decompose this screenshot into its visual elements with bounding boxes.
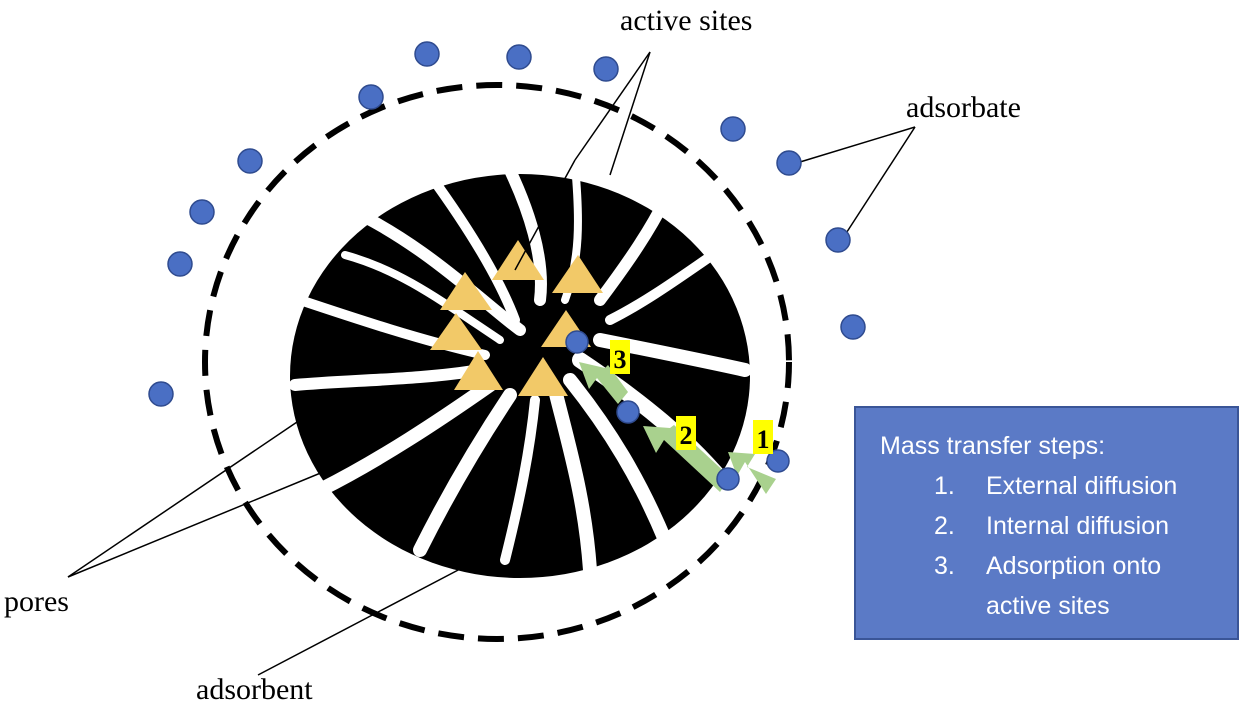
pore: [594, 194, 671, 306]
legend-item-number: 1.: [934, 472, 955, 500]
adsorbate-molecule: [414, 41, 440, 67]
step-tag-3: 3: [614, 345, 627, 374]
active-site-triangle: [518, 357, 568, 396]
active-sites: [430, 240, 603, 396]
adsorbate-molecule: [776, 150, 802, 176]
adsorbate-molecule: [840, 314, 866, 340]
leader-adsorbent: [257, 567, 463, 676]
legend-item-text: Adsorption onto: [986, 552, 1162, 580]
adsorbate-molecule: [720, 116, 746, 142]
legend-item-text: active sites: [986, 592, 1110, 620]
pore: [563, 373, 672, 547]
leader-lines: [67, 51, 916, 676]
label-active-sites: active sites: [620, 4, 752, 37]
arrow-adsorption: [579, 362, 628, 404]
arrow-internal-diffusion: [643, 425, 730, 492]
leader-active-sites-2: [609, 51, 651, 176]
active-site-triangle: [454, 351, 503, 390]
adsorbate-molecule: [148, 381, 174, 407]
adsorbate-molecule: [825, 227, 851, 253]
legend-item-text: External diffusion: [986, 472, 1178, 500]
label-pores: pores: [4, 585, 69, 618]
pore: [605, 245, 725, 325]
leader-pores-1: [67, 419, 301, 578]
diffusion-arrows: [579, 362, 776, 494]
label-adsorbate: adsorbate: [906, 91, 1021, 124]
pore: [548, 383, 597, 577]
pore: [334, 199, 526, 336]
step-tags: 1 2 3: [610, 340, 773, 454]
adsorbate-molecule: [716, 467, 740, 491]
label-adsorbent: adsorbent: [196, 673, 313, 706]
step-tag-bg: [753, 420, 773, 454]
adsorbate-molecules: [148, 41, 866, 491]
step-tag-bg: [610, 340, 630, 374]
leader-adsorbate-2: [842, 126, 916, 239]
adsorbate-molecule: [167, 251, 193, 277]
active-site-triangle: [552, 255, 603, 293]
active-site-triangle: [430, 313, 482, 350]
active-site-triangle: [440, 272, 492, 310]
adsorbate-molecule: [189, 199, 215, 225]
pore: [289, 364, 486, 391]
legend-item-number: 3.: [934, 552, 955, 580]
legend-item: 3. Adsorption onto: [880, 546, 1237, 586]
leader-active-sites-1: [574, 51, 651, 161]
boundary-layer-circle: [202, 82, 792, 642]
step-tag-1: 1: [757, 425, 770, 454]
legend-item-number: 2.: [934, 512, 955, 540]
active-site-triangle: [492, 240, 544, 280]
leader-adsorbate-1: [799, 126, 916, 163]
arrow-external-diffusion: [728, 452, 776, 494]
adsorbate-molecule: [766, 449, 790, 473]
adsorbate-molecule: [506, 44, 532, 70]
step-tag-bg: [676, 416, 696, 450]
step-tag-2: 2: [680, 421, 693, 450]
adsorbent-particle: [289, 154, 752, 578]
leader-pores-2: [67, 464, 341, 578]
adsorbate-molecule: [616, 400, 640, 424]
pore: [313, 378, 497, 497]
adsorbate-molecule: [593, 56, 619, 82]
pore: [413, 388, 517, 557]
adsorbate-molecule: [358, 84, 384, 110]
pore: [499, 154, 547, 306]
legend-item: 1. External diffusion: [880, 466, 1237, 506]
legend-list: 1. External diffusion 2. Internal diffusio…: [880, 466, 1237, 626]
pore: [425, 170, 520, 325]
pore: [341, 251, 504, 344]
legend-item: active sites: [880, 586, 1237, 626]
adsorbate-molecule: [237, 148, 263, 174]
mass-transfer-legend: Mass transfer steps: 1. External diffusio…: [854, 406, 1239, 640]
leader-active-sites-3: [514, 159, 576, 271]
legend-item: 2. Internal diffusion: [880, 506, 1237, 546]
pore: [500, 395, 540, 565]
adsorbate-molecule: [565, 330, 589, 354]
legend-item-text: Internal diffusion: [986, 512, 1169, 540]
legend-title: Mass transfer steps:: [880, 432, 1106, 460]
